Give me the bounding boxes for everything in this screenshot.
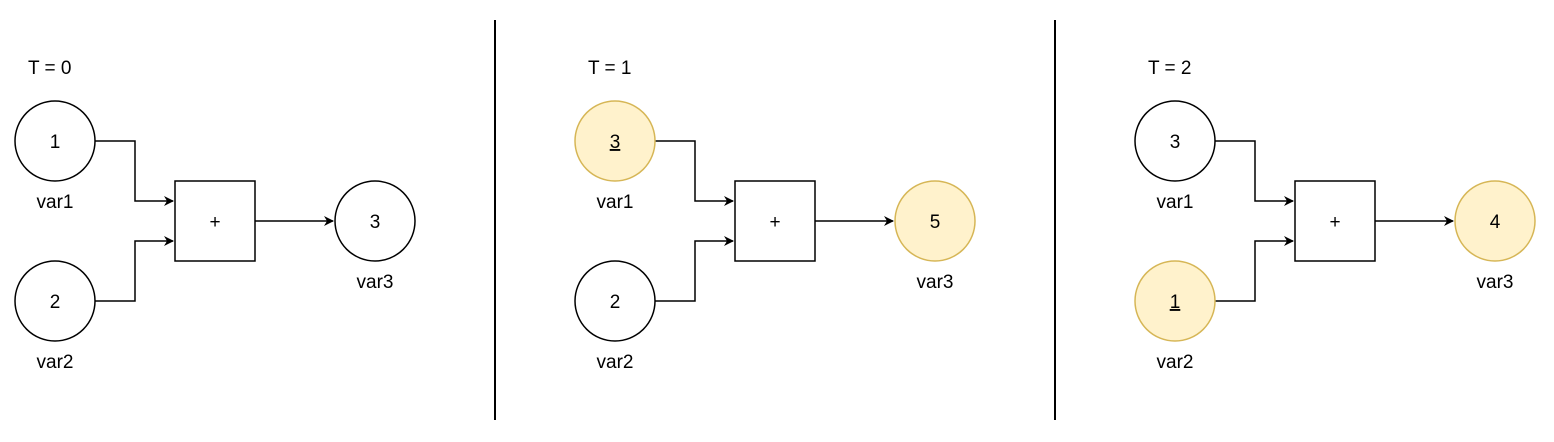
operator-box xyxy=(734,180,816,262)
connector-var2-to-op xyxy=(1215,236,1294,302)
var2-value: 2 xyxy=(610,292,621,313)
var1-value: 3 xyxy=(1170,132,1181,153)
var1-node xyxy=(574,100,656,182)
panel-t1: T = 1 3 var1 2 var2 + 5 var3 xyxy=(574,58,976,373)
var3-label: var3 xyxy=(357,272,394,293)
connector-var2-to-op xyxy=(95,236,174,302)
var1-value: 3 xyxy=(610,132,621,153)
var2-value: 1 xyxy=(1170,292,1181,313)
var2-node xyxy=(1134,260,1216,342)
var2-label: var2 xyxy=(37,352,74,373)
time-label: T = 1 xyxy=(588,58,631,79)
var3-value: 4 xyxy=(1490,212,1501,233)
var3-value: 5 xyxy=(930,212,941,233)
connector-var1-to-op xyxy=(1215,140,1294,206)
var2-label: var2 xyxy=(1157,352,1194,373)
var3-label: var3 xyxy=(1477,272,1514,293)
var2-node xyxy=(14,260,96,342)
var2-label: var2 xyxy=(597,352,634,373)
var3-value: 3 xyxy=(370,212,381,233)
operator-symbol: + xyxy=(1329,212,1340,233)
time-label: T = 2 xyxy=(1148,58,1191,79)
var1-value: 1 xyxy=(50,132,61,153)
panel-t2: T = 2 3 var1 1 var2 + 4 var3 xyxy=(1134,58,1536,373)
operator-box xyxy=(1294,180,1376,262)
var3-node xyxy=(334,180,416,262)
connector-var2-to-op xyxy=(655,236,734,302)
var1-label: var1 xyxy=(1157,192,1194,213)
connector-var1-to-op xyxy=(655,140,734,206)
var1-label: var1 xyxy=(37,192,74,213)
var1-node xyxy=(1134,100,1216,182)
var1-label: var1 xyxy=(597,192,634,213)
var1-node xyxy=(14,100,96,182)
var2-node xyxy=(574,260,656,342)
panel-t0: T = 0 1 var1 2 var2 + 3 var3 xyxy=(14,58,416,373)
var3-label: var3 xyxy=(917,272,954,293)
operator-symbol: + xyxy=(769,212,780,233)
operator-box xyxy=(174,180,256,262)
connector-var1-to-op xyxy=(95,140,174,206)
var2-value: 2 xyxy=(50,292,61,313)
operator-symbol: + xyxy=(209,212,220,233)
var3-node xyxy=(894,180,976,262)
var3-node xyxy=(1454,180,1536,262)
time-label: T = 0 xyxy=(28,58,71,79)
